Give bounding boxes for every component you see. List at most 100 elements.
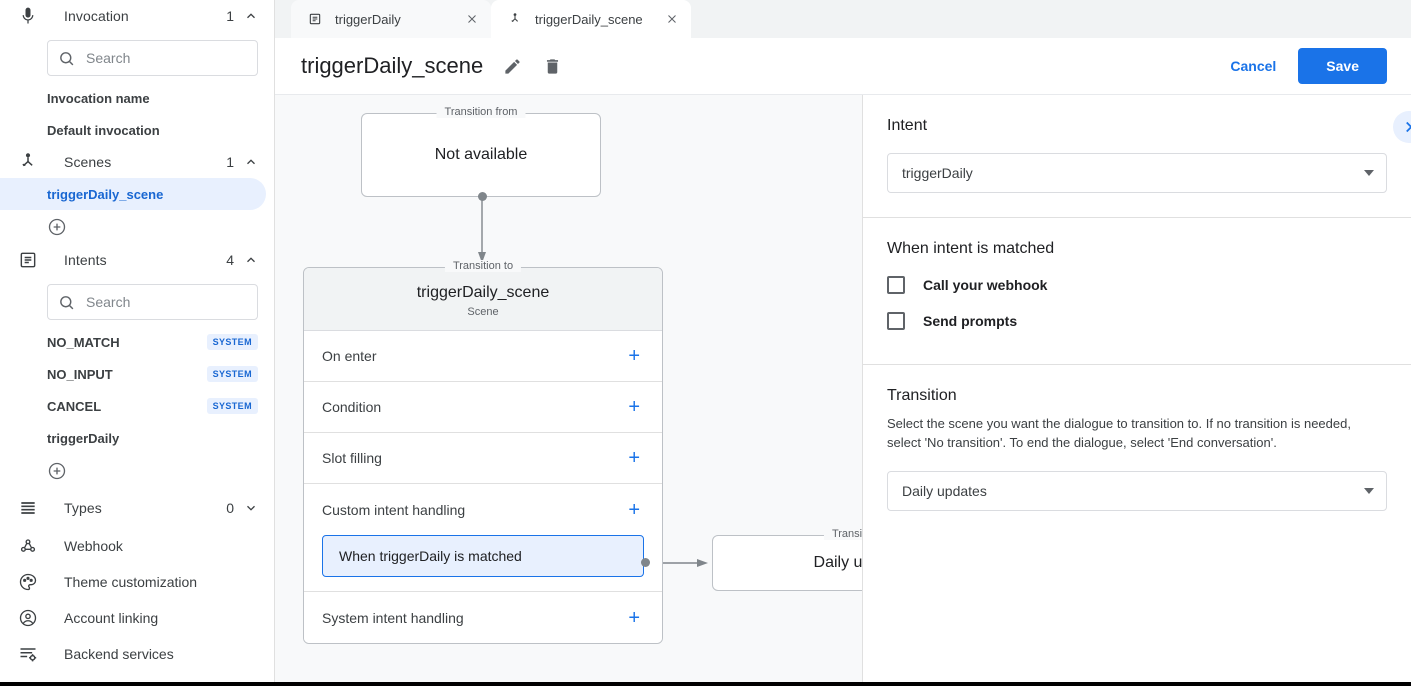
chevron-up-icon[interactable]	[244, 9, 258, 23]
sidebar-section-scenes[interactable]: Scenes 1	[0, 146, 274, 178]
connector-dot-from[interactable]	[478, 192, 487, 201]
content-area: triggerDaily triggerDaily_scene triggerD…	[275, 0, 1411, 686]
add-icon[interactable]: +	[628, 498, 640, 521]
intent-heading: Intent	[887, 117, 928, 134]
checkbox-row-call-your-webhook[interactable]: Call your webhook	[887, 276, 1387, 294]
invocation-search-wrap	[0, 32, 274, 82]
connector-dot-handler[interactable]	[641, 558, 650, 567]
sidebar-item-theme-customization[interactable]: Theme customization	[0, 564, 274, 600]
scene-row-label: Slot filling	[322, 450, 382, 466]
scene-section-custom-intent-handling: Custom intent handling + When triggerDai…	[304, 484, 662, 592]
close-icon[interactable]	[463, 10, 481, 28]
transition-to-legend: Transition to	[444, 260, 522, 272]
transition-select-value: Daily updates	[902, 482, 987, 499]
transition-from-node[interactable]: Transition from Not available	[361, 106, 601, 197]
scene-node-name: triggerDaily_scene	[416, 284, 550, 301]
page-header: triggerDaily_scene Cancel Save	[275, 38, 1411, 95]
chevron-up-icon[interactable]	[244, 155, 258, 169]
sidebar-section-count: 1	[226, 154, 234, 170]
sidebar-item-label: NO_INPUT	[47, 366, 113, 382]
intents-search-wrap	[0, 276, 274, 326]
chevron-right-icon[interactable]	[1393, 111, 1411, 143]
invocation-search-input[interactable]	[86, 50, 267, 66]
save-button[interactable]: Save	[1298, 48, 1387, 84]
sidebar-item-invocation-name[interactable]: Invocation name	[0, 82, 274, 114]
sidebar-item-label: Webhook	[64, 538, 123, 554]
transition-description: Select the scene you want the dialogue t…	[887, 416, 1351, 450]
sidebar-item-triggerdaily-scene[interactable]: triggerDaily_scene	[0, 178, 266, 210]
sidebar-section-invocation[interactable]: Invocation 1	[0, 0, 274, 32]
sidebar-item-webhook[interactable]: Webhook	[0, 528, 274, 564]
transition-target-value: Daily updates	[813, 554, 862, 571]
sidebar-item-cancel[interactable]: CANCEL SYSTEM	[0, 390, 274, 422]
chevron-down-icon[interactable]	[244, 501, 258, 515]
transition-from-legend: Transition from	[436, 106, 526, 118]
close-icon[interactable]	[663, 10, 681, 28]
intents-search-box[interactable]	[47, 284, 267, 320]
intent-select-value: triggerDaily	[902, 165, 973, 181]
tab-triggerdaily[interactable]: triggerDaily	[291, 0, 491, 38]
sidebar-section-types[interactable]: Types 0	[0, 492, 274, 524]
sidebar-item-triggerdaily[interactable]: triggerDaily	[0, 422, 274, 454]
chevron-up-icon[interactable]	[244, 253, 258, 267]
sidebar-item-default-invocation[interactable]: Default invocation	[0, 114, 274, 146]
search-icon	[58, 49, 76, 67]
checkbox-call-your-webhook[interactable]	[887, 276, 905, 294]
sidebar-section-intents[interactable]: Intents 4	[0, 244, 274, 276]
status-badge: SYSTEM	[206, 366, 258, 382]
intents-search-input[interactable]	[86, 294, 267, 310]
transition-heading: Transition	[887, 387, 957, 404]
checkbox-row-send-prompts[interactable]: Send prompts	[887, 312, 1387, 330]
sidebar-item-label: Account linking	[64, 610, 159, 626]
checkbox-send-prompts[interactable]	[887, 312, 905, 330]
intent-select[interactable]: triggerDaily	[887, 153, 1387, 193]
intent-handler-chip[interactable]: When triggerDaily is matched	[322, 535, 644, 577]
sidebar-section-label: Intents	[64, 252, 107, 268]
pencil-icon[interactable]	[501, 55, 523, 77]
scene-node-subtitle: Scene	[467, 306, 499, 318]
add-icon[interactable]: +	[628, 345, 640, 367]
scene-icon	[507, 11, 523, 27]
sidebar-section-count: 4	[226, 252, 234, 268]
invocation-search-box[interactable]	[47, 40, 267, 76]
backend-services-icon	[16, 642, 40, 666]
add-icon[interactable]: +	[628, 447, 640, 469]
transition-target-legend: Transition to	[823, 528, 862, 540]
microphone-icon	[16, 4, 40, 28]
sidebar-section-count: 1	[226, 8, 234, 24]
transition-select[interactable]: Daily updates	[887, 470, 1387, 511]
scene-node[interactable]: Transition to triggerDaily_scene Scene O…	[303, 260, 663, 644]
status-badge: SYSTEM	[206, 334, 258, 350]
scene-row-slot-filling[interactable]: Slot filling +	[304, 433, 662, 484]
tab-strip: triggerDaily triggerDaily_scene	[275, 0, 1411, 38]
trash-icon[interactable]	[541, 55, 563, 77]
add-intent-button[interactable]	[0, 454, 274, 488]
scene-row-on-enter[interactable]: On enter +	[304, 331, 662, 382]
sidebar-item-label: triggerDaily_scene	[47, 186, 164, 202]
page-title: triggerDaily_scene	[301, 53, 484, 78]
left-sidebar: Invocation 1 Invocation name Default inv…	[0, 0, 275, 686]
transition-target-node[interactable]: Transition to Daily updates	[712, 528, 862, 591]
sidebar-item-label: CANCEL	[47, 398, 102, 414]
sidebar-item-label: Theme customization	[64, 574, 198, 590]
sidebar-item-label: Backend services	[64, 646, 174, 662]
cancel-button[interactable]: Cancel	[1216, 48, 1290, 84]
sidebar-section-label: Scenes	[64, 154, 112, 170]
add-scene-button[interactable]	[0, 210, 274, 244]
scene-row-custom-intent-handling[interactable]: Custom intent handling +	[304, 484, 662, 535]
add-icon[interactable]: +	[628, 606, 640, 629]
add-icon[interactable]: +	[628, 396, 640, 418]
sidebar-item-no-match[interactable]: NO_MATCH SYSTEM	[0, 326, 274, 358]
scene-row-condition[interactable]: Condition +	[304, 382, 662, 433]
tab-label: triggerDaily	[335, 11, 401, 27]
window-bottom-edge	[0, 682, 1411, 686]
scene-row-system-intent-handling[interactable]: System intent handling +	[304, 592, 662, 643]
sidebar-item-account-linking[interactable]: Account linking	[0, 600, 274, 636]
tab-triggerdaily-scene[interactable]: triggerDaily_scene	[491, 0, 691, 38]
sidebar-item-backend-services[interactable]: Backend services	[0, 636, 274, 672]
sidebar-item-no-input[interactable]: NO_INPUT SYSTEM	[0, 358, 274, 390]
types-icon	[16, 496, 40, 520]
scene-canvas[interactable]: Transition from Not available Transition…	[275, 95, 862, 686]
sidebar-section-label: Invocation	[64, 8, 129, 24]
sidebar-item-label: NO_MATCH	[47, 334, 120, 350]
